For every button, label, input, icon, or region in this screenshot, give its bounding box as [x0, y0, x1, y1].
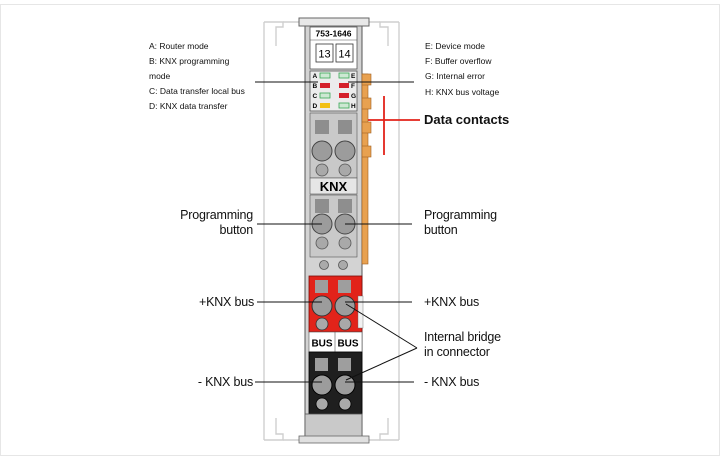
- led-a: [319, 72, 331, 79]
- led-f: [339, 83, 349, 88]
- legend-item-d: D: KNX data transfer: [149, 101, 228, 111]
- callout-lines: [255, 81, 418, 383]
- programming-button-label-left-2: button: [219, 223, 253, 237]
- led-letter-c: C: [313, 93, 318, 100]
- programming-button-label-right-2: button: [424, 223, 458, 237]
- led-c: [319, 92, 331, 99]
- bus-label-left: BUS: [311, 339, 332, 350]
- led-letter-f: F: [351, 83, 355, 90]
- terminal-label-right: 14: [338, 49, 350, 61]
- legend-item-g: G: Internal error: [425, 71, 485, 81]
- image-frame: [0, 4, 720, 456]
- data-contacts-label: Data contacts: [424, 112, 510, 127]
- housing-top-cap: [298, 17, 370, 27]
- plus-knx-bus-label-left: +KNX bus: [198, 295, 254, 309]
- knx-label-plate: [309, 177, 358, 195]
- led-letter-d: D: [313, 103, 318, 110]
- legend-item-b-cont: mode: [149, 71, 171, 81]
- programming-button-label-left-1: Programming: [180, 208, 253, 222]
- led-letter-g: G: [351, 93, 356, 100]
- led-h: [338, 102, 350, 109]
- internal-bridge-label-1: Internal bridge: [424, 330, 501, 344]
- data-contacts-bracket: [368, 96, 420, 155]
- part-number: 753-1646: [316, 29, 352, 39]
- minus-knx-bus-label-left: - KNX bus: [197, 375, 253, 389]
- knx-label: KNX: [320, 179, 348, 194]
- legend-item-a: A: Router mode: [149, 41, 209, 51]
- led-e: [338, 72, 350, 79]
- led-letter-a: A: [313, 73, 318, 80]
- led-g: [339, 93, 349, 98]
- legend-item-h: H: KNX bus voltage: [425, 87, 500, 97]
- led-letter-e: E: [351, 73, 356, 80]
- legend-item-c: C: Data transfer local bus: [149, 86, 245, 96]
- legend-item-b: B: KNX programming: [149, 56, 230, 66]
- terminal-label-left: 13: [318, 49, 330, 61]
- led-letter-b: B: [313, 83, 318, 90]
- led-d: [320, 103, 330, 108]
- bus-label-right: BUS: [337, 339, 358, 350]
- internal-bridge-label-2: in connector: [424, 345, 490, 359]
- legend-item-f: F: Buffer overflow: [425, 56, 492, 66]
- plus-knx-bus-label-right: +KNX bus: [424, 295, 480, 309]
- minus-knx-bus-label-right: - KNX bus: [424, 375, 480, 389]
- programming-button-label-right-1: Programming: [424, 208, 497, 222]
- led-letter-h: H: [351, 103, 356, 110]
- led-b: [320, 83, 330, 88]
- legend-item-e: E: Device mode: [425, 41, 485, 51]
